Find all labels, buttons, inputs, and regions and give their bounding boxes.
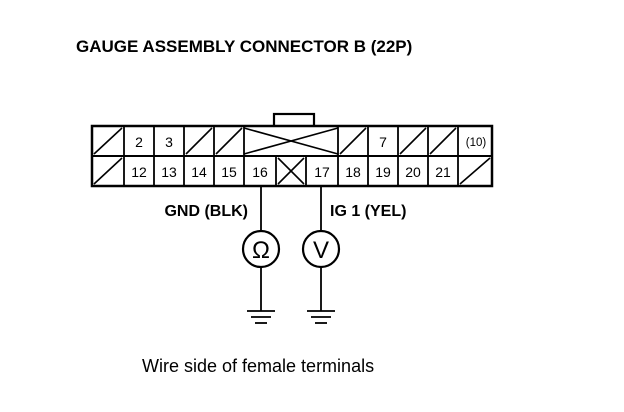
terminal-13: 13 [161, 164, 177, 180]
diagram-title: GAUGE ASSEMBLY CONNECTOR B (22P) [76, 37, 412, 56]
terminal-12: 12 [131, 164, 147, 180]
terminal-21: 21 [435, 164, 451, 180]
ohmmeter-icon: Ω [241, 229, 281, 269]
terminal-17: 17 [314, 164, 330, 180]
terminal-10: (10) [466, 137, 487, 149]
terminal-19: 19 [375, 164, 391, 180]
terminal-16: 16 [252, 164, 268, 180]
diagram-caption: Wire side of female terminals [142, 356, 374, 376]
ground-icon [247, 310, 275, 324]
terminal-14: 14 [191, 164, 207, 180]
terminal-3: 3 [165, 134, 173, 150]
top-row-dividers [123, 126, 459, 156]
gnd-wire-label: GND (BLK) [164, 203, 248, 220]
volt-symbol: V [313, 237, 329, 264]
bottom-row-blocked-cavity [277, 157, 305, 185]
terminal-7: 7 [379, 134, 387, 150]
terminal-20: 20 [405, 164, 421, 180]
ground-icon [307, 310, 335, 324]
ohm-symbol: Ω [252, 237, 270, 264]
voltmeter-icon: V [301, 229, 341, 269]
top-row-unused-cavities [93, 127, 457, 155]
bottom-row-terminals: 12 13 14 15 16 17 18 19 20 21 [131, 164, 451, 180]
bottom-row-dividers [123, 156, 459, 186]
terminal-2: 2 [135, 134, 143, 150]
ig1-wire-label: IG 1 (YEL) [330, 203, 406, 220]
terminal-18: 18 [345, 164, 361, 180]
terminal-15: 15 [221, 164, 237, 180]
bottom-row-unused-cavities [93, 157, 491, 185]
top-row-terminals: 2 3 7 (10) [135, 134, 486, 150]
top-row-blank-section [243, 127, 339, 155]
